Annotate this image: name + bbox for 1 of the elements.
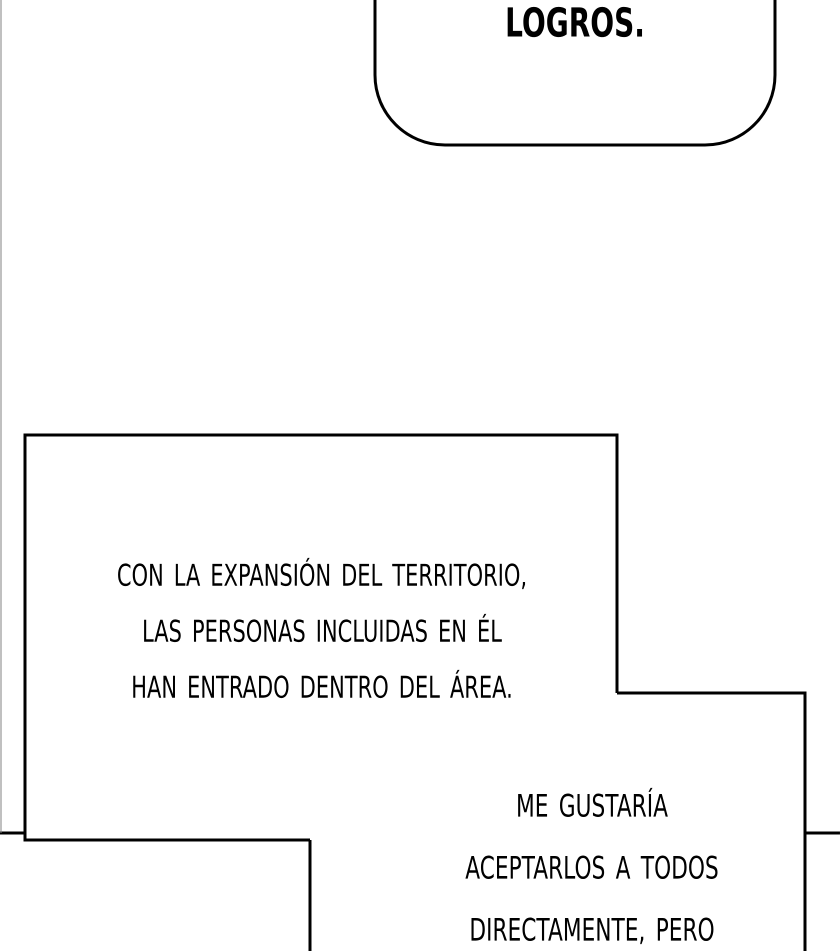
speech-bubble: LOGROS. — [374, 0, 776, 146]
